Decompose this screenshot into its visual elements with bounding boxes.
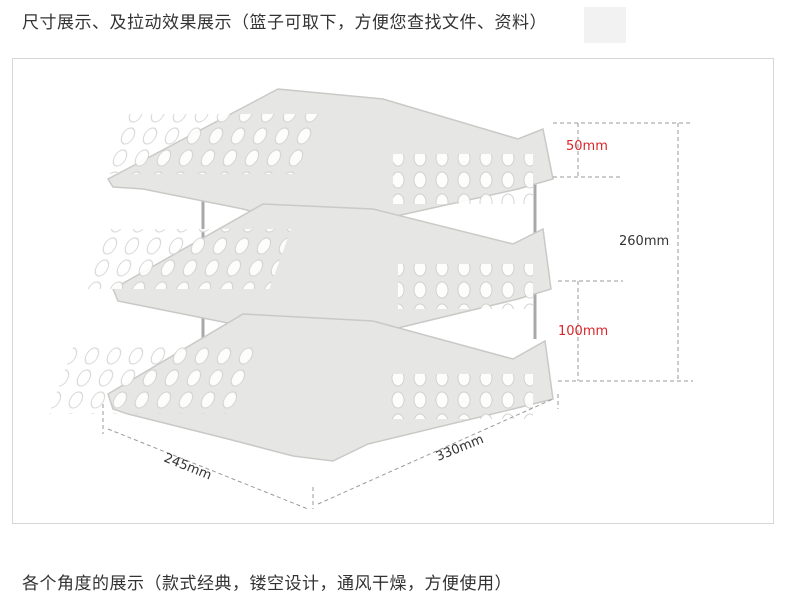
tray-middle [79, 203, 552, 350]
product-photo: 50mm 260mm 100mm 245mm 330mm [48, 88, 693, 510]
footer-caption: 各个角度的展示（款式经典，镂空设计，通风干燥，方便使用） [22, 574, 512, 594]
tray-bottom [48, 313, 554, 462]
dim-label-total-height: 260mm [619, 234, 669, 249]
product-photo-frame: 50mm 260mm 100mm 245mm 330mm [12, 58, 774, 524]
dim-label-width: 330mm [434, 432, 486, 465]
header-title: 尺寸展示、及拉动效果展示（篮子可取下，方便您查找文件、资料） [22, 13, 547, 33]
tray-top [101, 88, 554, 235]
dim-label-depth: 245mm [162, 451, 214, 484]
header-decor-block [584, 7, 626, 43]
dimension-lines [102, 122, 693, 510]
dim-label-top-gap: 50mm [566, 139, 608, 154]
dim-label-tier-gap: 100mm [558, 324, 608, 339]
